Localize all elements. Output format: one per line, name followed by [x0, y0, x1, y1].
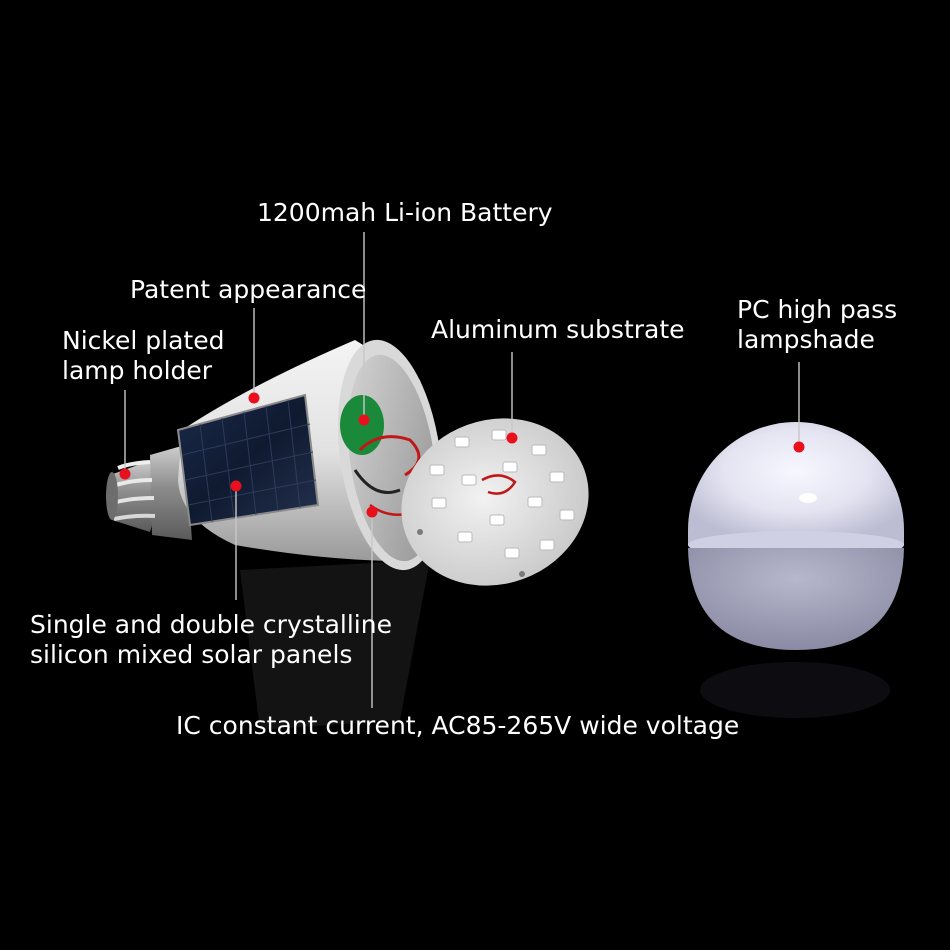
lampshade-label-line1: PC high pass	[737, 295, 898, 324]
aluminum-substrate-disc	[401, 418, 589, 586]
solar-callout-dot	[230, 480, 242, 492]
lampshade-callout-dot	[793, 441, 805, 453]
lamp-holder-label-line1: Nickel plated	[62, 326, 225, 355]
patent-appearance-label: Patent appearance	[130, 275, 367, 304]
substrate-callout-dot	[506, 432, 518, 444]
callout-dots	[119, 392, 805, 518]
ic-constant-current-label: IC constant current, AC85-265V wide volt…	[176, 711, 740, 740]
aluminum-substrate-label: Aluminum substrate	[431, 315, 685, 344]
solar-panel-label: Single and double crystalline silicon mi…	[30, 610, 392, 670]
lamp-holder-label-line2: lamp holder	[62, 356, 213, 385]
lampshade-label-line2: lampshade	[737, 325, 875, 354]
solar-panel-label-line2: silicon mixed solar panels	[30, 640, 353, 669]
nickel-lamp-holder	[106, 445, 192, 540]
callout-lines	[124, 232, 800, 708]
pc-lampshade	[688, 422, 904, 650]
floor-reflection	[240, 560, 890, 730]
battery-label: 1200mah Li-ion Battery	[257, 198, 553, 227]
lamp-holder-label: Nickel plated lamp holder	[62, 326, 224, 386]
battery-callout-dot	[358, 414, 370, 426]
holder-callout-dot	[119, 468, 131, 480]
solar-panel	[176, 393, 320, 527]
ic-callout-dot	[366, 506, 378, 518]
lampshade-label: PC high pass lampshade	[737, 295, 897, 355]
patent-callout-dot	[248, 392, 260, 404]
solar-panel-label-line1: Single and double crystalline	[30, 610, 392, 639]
